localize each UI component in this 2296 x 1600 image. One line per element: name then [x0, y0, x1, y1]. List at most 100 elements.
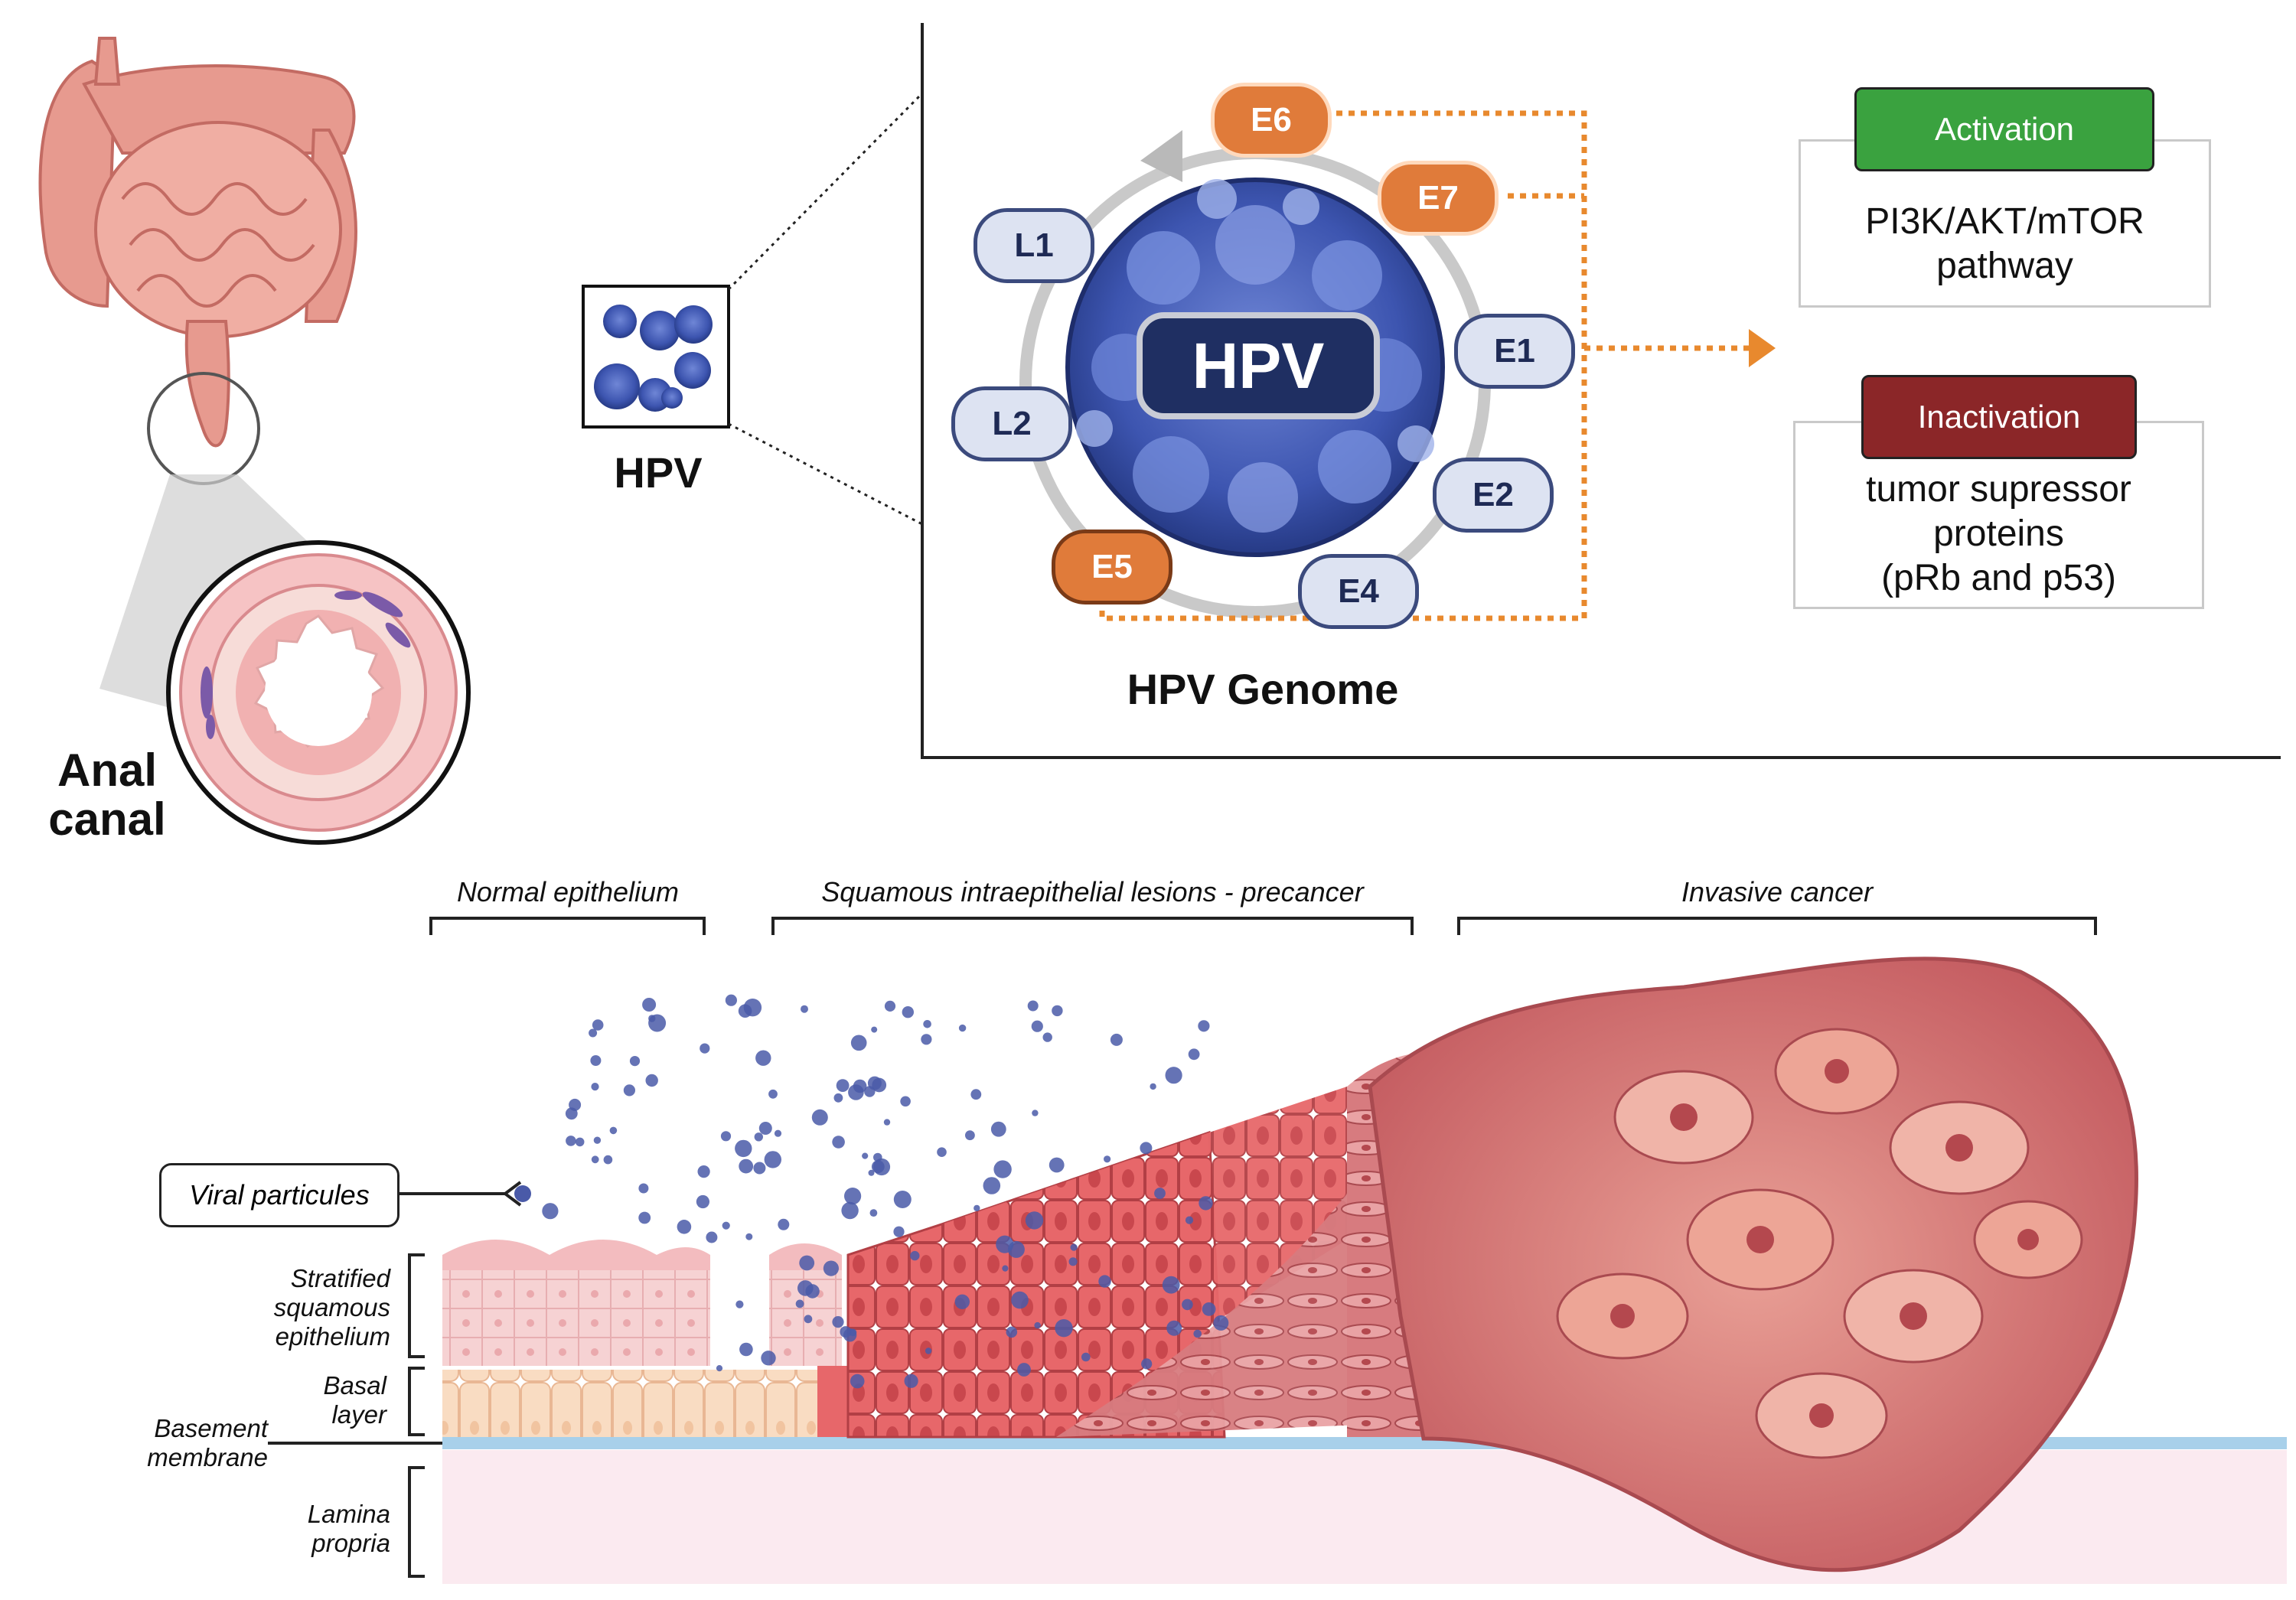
activation-text-line2: pathway: [1936, 246, 2073, 286]
basement-line1: Basement: [154, 1414, 268, 1442]
activation-badge: Activation: [1854, 87, 2154, 171]
gene-e5: E5: [1052, 530, 1172, 604]
viral-particle-dot: [873, 1152, 882, 1162]
viral-particle-dot: [850, 1374, 865, 1389]
viral-particle-dot: [1034, 1321, 1041, 1329]
viral-particle-dot: [575, 1137, 585, 1147]
basal-label: Basal layer: [230, 1371, 386, 1429]
viral-particle-dot: [566, 1136, 576, 1146]
viral-particle-dot: [965, 1130, 975, 1141]
viral-particle-dot: [983, 1177, 1001, 1194]
viral-particle-dot: [902, 1006, 915, 1018]
bracket-basal: [408, 1367, 425, 1436]
bracket-stratified: [408, 1253, 425, 1358]
viral-particle-dot: [1081, 1352, 1091, 1362]
hpv-sample-label: HPV: [614, 448, 703, 497]
viral-particle-dot: [904, 1374, 918, 1388]
viral-particle-dot: [1032, 1110, 1039, 1116]
viral-particle-dot: [739, 1158, 754, 1174]
anal-canal-cross-section: [166, 540, 471, 845]
viral-particle-dot: [840, 1326, 852, 1338]
viral-particle-dot: [754, 1132, 763, 1142]
viral-particle-dot: [884, 1000, 896, 1012]
effects-arrowhead: [1749, 329, 1776, 367]
viral-particle-dot: [795, 1299, 804, 1308]
viral-particle-dot: [993, 1160, 1012, 1178]
colon-illustration: [38, 37, 357, 448]
viral-particle-dot: [591, 1083, 599, 1091]
viral-particle-dot: [958, 1024, 967, 1032]
viral-particle-dot: [542, 1203, 559, 1220]
basement-label: Basement membrane: [99, 1414, 268, 1472]
viral-particles: [514, 994, 1229, 1389]
viral-particle-dot: [764, 1151, 781, 1168]
viral-particle-dot: [677, 1220, 692, 1234]
gene-l1: L1: [974, 208, 1094, 283]
viral-particle-dot: [923, 1020, 931, 1028]
viral-particle-dot: [1049, 1157, 1065, 1173]
viral-particle-dot: [697, 1165, 710, 1178]
viral-particle-dot: [716, 1365, 723, 1372]
viral-particle-dot: [1025, 1211, 1044, 1230]
viral-particle-dot: [1002, 1265, 1009, 1272]
viral-particle-dot: [970, 1089, 982, 1100]
gene-e7: E7: [1378, 161, 1499, 236]
anal-label-line1: Anal: [57, 745, 158, 796]
viral-particle-dot: [629, 1056, 641, 1067]
bracket-normal: [429, 917, 706, 935]
viral-particles-label: Viral particules: [159, 1163, 400, 1227]
viral-particle-dot: [841, 1201, 859, 1220]
viral-particle-dot: [937, 1147, 947, 1157]
viral-particle-dot: [590, 1055, 602, 1066]
stratified-line1: Stratified: [290, 1264, 390, 1292]
stratified-line3: epithelium: [275, 1322, 390, 1351]
viral-particle-dot: [799, 1255, 815, 1271]
stage-normal-label: Normal epithelium: [456, 876, 680, 908]
stage-invasive-label: Invasive cancer: [1681, 876, 1874, 908]
viral-particle-dot: [1110, 1033, 1123, 1046]
viral-particle-dot: [623, 1084, 636, 1097]
viral-particle-dot: [900, 1096, 911, 1107]
gene-e2: E2: [1433, 458, 1554, 533]
activation-text-line1: PI3K/AKT/mTOR: [1865, 201, 2144, 242]
hpv-core-label: HPV: [1137, 312, 1380, 419]
viral-particle-dot: [761, 1351, 776, 1366]
viral-particle-dot: [811, 1109, 828, 1126]
viral-particle-dot: [700, 1043, 710, 1054]
normal-epithelium: [442, 1240, 842, 1437]
viral-particle-dot: [755, 1050, 771, 1066]
viral-particle-dot: [1052, 1005, 1063, 1017]
viral-particle-dot: [1104, 1155, 1111, 1163]
viral-particle-dot: [1150, 1083, 1156, 1090]
viral-particle-dot: [609, 1126, 618, 1135]
viral-particle-dot: [925, 1347, 932, 1354]
viral-particle-dot: [850, 1035, 867, 1051]
viral-particle-dot: [735, 1139, 752, 1158]
viral-particle-dot: [823, 1260, 839, 1276]
viral-particle-dot: [832, 1136, 845, 1149]
viral-particle-dot: [1006, 1326, 1018, 1338]
viral-particle-dot: [638, 1211, 651, 1224]
viral-particle-dot: [1070, 1243, 1078, 1251]
viral-particle-dot: [797, 1280, 814, 1296]
viral-particle-dot: [893, 1226, 905, 1237]
viral-particle-dot: [725, 994, 738, 1006]
viral-particle-dot: [1199, 1196, 1213, 1211]
tumor-mass: [1368, 956, 2138, 1572]
hpv-sample-box: [582, 285, 730, 429]
viral-particle-dot: [1140, 1142, 1153, 1155]
viral-particle-dot: [801, 1005, 808, 1013]
viral-particle-dot: [706, 1231, 718, 1243]
viral-particle-dot: [696, 1194, 710, 1209]
canal-label-line2: canal: [48, 793, 166, 845]
viral-particle-dot: [1188, 1048, 1200, 1061]
viral-particle-dot: [743, 999, 762, 1017]
viral-particle-dot: [1098, 1275, 1111, 1288]
viral-particle-dot: [1213, 1315, 1229, 1331]
viral-particle-dot: [832, 1316, 844, 1328]
viral-particle-dot: [848, 1084, 864, 1100]
viral-particle-dot: [768, 1089, 778, 1099]
inactivation-badge: Inactivation: [1861, 375, 2137, 459]
viral-particle-dot: [1141, 1358, 1153, 1370]
